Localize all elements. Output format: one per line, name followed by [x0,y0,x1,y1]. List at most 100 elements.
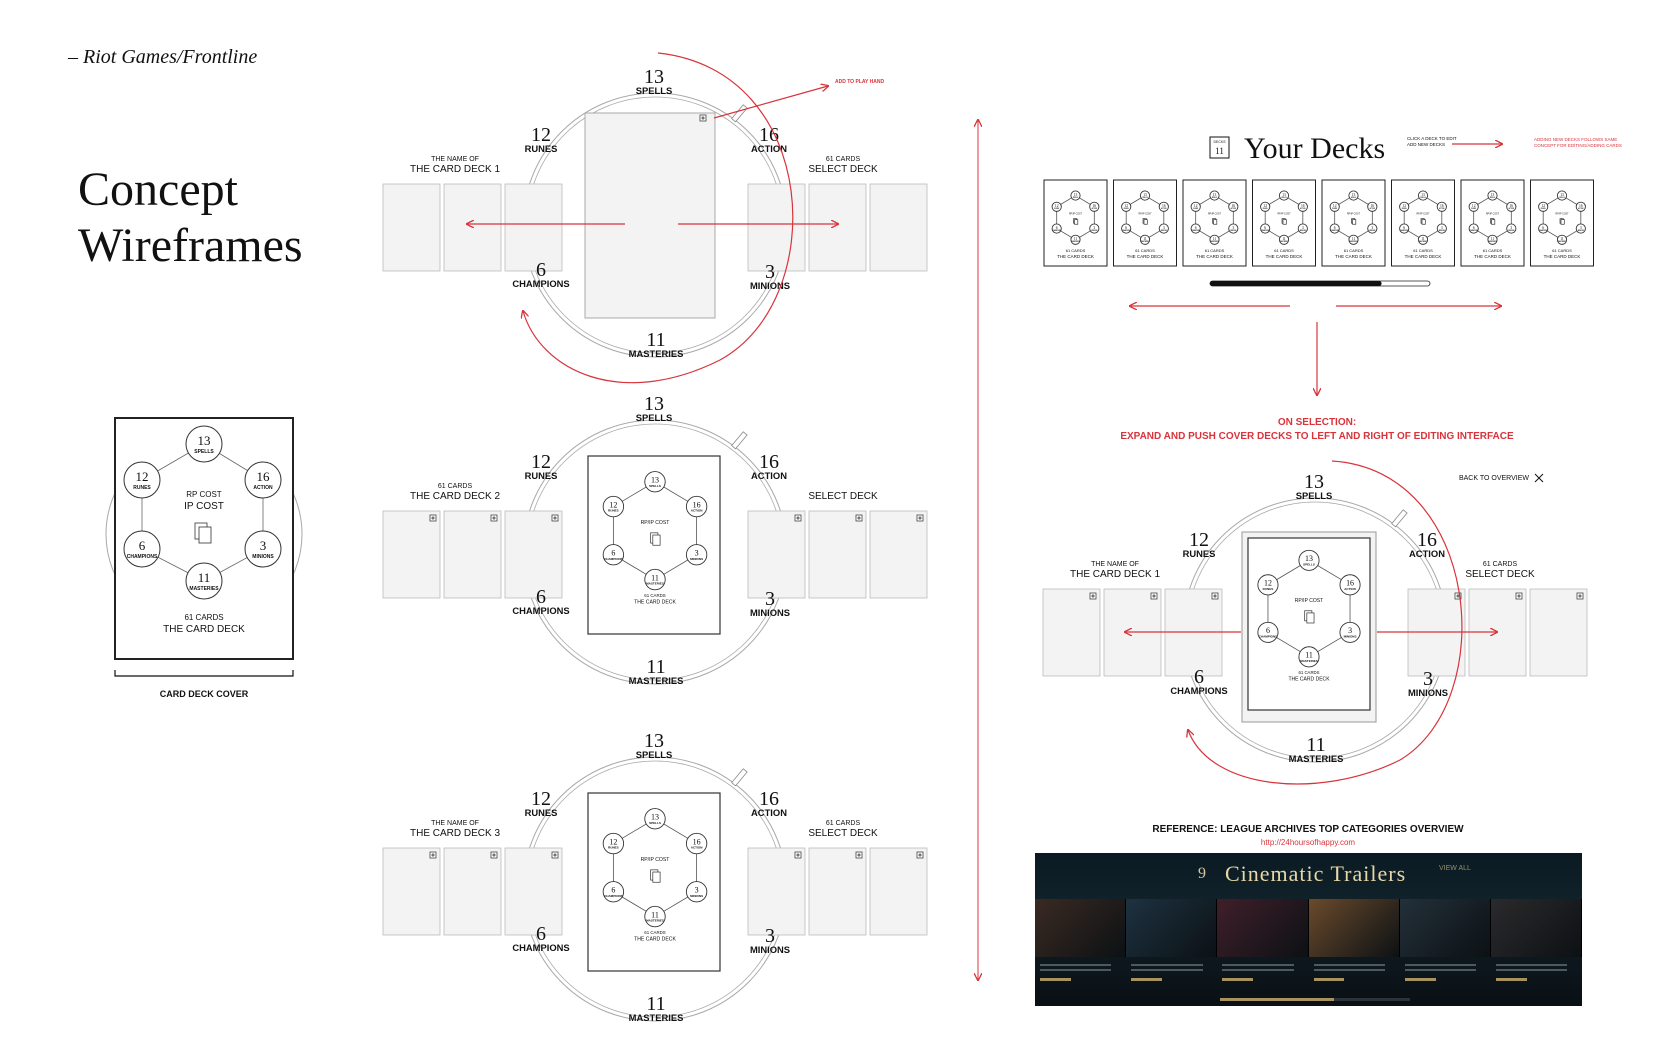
deck-thumbnail-7-cost: RP/IP COST [1486,214,1500,216]
video-thumbnail-1[interactable] [1035,899,1127,957]
play-video-link[interactable] [1040,978,1071,981]
wf2-left-deck-1[interactable] [382,510,441,599]
video-thumbnail-2[interactable] [1126,899,1218,957]
wf3-center-minions-label: MINIONS [690,894,703,898]
wf3-minions-number: 3 [765,925,775,947]
deck-thumbnail-4[interactable]: 13SPELLS12RUNES16ACTION6CHAMPIONS3MINION… [1252,179,1316,267]
deck-thumbnail-7-masteries-node [1487,234,1498,245]
wf2-right-deck-2-add-glyph [857,516,861,520]
wf2-right-deck-2[interactable] [808,510,867,599]
deck-thumbnail-3[interactable]: 13SPELLS12RUNES16ACTION6CHAMPIONS3MINION… [1182,179,1247,267]
deck-thumbnail-7-runes-label: RUNES [1471,208,1476,210]
sel-dial-handle[interactable] [1391,509,1408,528]
deck-thumbnail-7-masteries-number: 11 [1491,237,1495,241]
sel-right-deck-3[interactable] [1529,588,1588,677]
sel-right-top: 61 CARDS [1483,561,1518,568]
wf2-minions-label: MINIONS [750,607,790,618]
wf2-dial-handle[interactable] [731,431,748,450]
wf3-right-deck-2[interactable] [808,847,867,936]
wf1-right-deck-2[interactable] [808,183,867,272]
wf2-right-deck-3[interactable] [869,510,928,599]
deck-thumbnail-2-spells-number: 13 [1143,193,1147,197]
play-video-link[interactable] [1222,978,1254,981]
wf1-center-card[interactable] [584,112,716,319]
deck-thumbnail-6-minions-number: 3 [1441,226,1443,230]
deck-thumbnail-3-action-number: 16 [1231,204,1235,208]
sel-runes-label: RUNES [1183,548,1216,559]
deck-thumbnail-6-masteries-label: MASTERIES [1419,240,1427,243]
sel-center-stat-diagram: 13SPELLS12RUNES16ACTION6CHAMPIONS3MINION… [1257,549,1361,683]
deck-thumbnail-4-champions-number: 6 [1264,226,1266,230]
wf3-right-deck-1[interactable] [747,847,806,936]
wf1-dial-handle[interactable] [731,104,748,123]
reference-url[interactable]: http://24hoursofhappy.com [1261,838,1355,847]
deck-thumbnail-4-minions-node [1297,223,1308,234]
wf2-left-deck-3[interactable] [504,510,563,599]
play-video-link[interactable] [1131,978,1163,981]
wf2-right-deck-1[interactable] [747,510,806,599]
deck-thumbnail-8-cost: RP/IP COST [1556,214,1570,216]
wf3-left-deck-3[interactable] [504,847,563,936]
wf1-left-deck-2[interactable] [443,183,502,272]
deck-thumbnail-8[interactable]: 13SPELLS12RUNES16ACTION6CHAMPIONS3MINION… [1530,179,1594,267]
deck-thumbnail-cards: 61 CARDS [1205,248,1225,253]
deck-thumbnail-7[interactable]: 13SPELLS12RUNES16ACTION6CHAMPIONS3MINION… [1460,179,1525,267]
wf2-left-deck-2[interactable] [443,510,502,599]
cover-minions-label: MINIONS [252,554,274,560]
wf2-runes-number: 12 [531,451,551,473]
deck-thumbnail-3-minions-label: MINIONS [1230,230,1236,232]
deck-thumbnail-7-spells-node [1487,190,1498,201]
video-thumbnail-3[interactable] [1217,899,1309,957]
wf3-dial-handle[interactable] [731,768,748,787]
deck-thumbnail-3-spells-label: SPELLS [1212,197,1217,199]
deck-thumbnail-3-runes-number: 12 [1194,204,1198,208]
play-video-link[interactable] [1404,978,1436,981]
play-video-link[interactable] [1495,978,1527,981]
wf3-left-name: THE CARD DECK 3 [410,828,500,839]
deck-thumbnail-1[interactable]: 13SPELLS12RUNES16ACTION6CHAMPIONS3MINION… [1043,179,1108,267]
play-video-link[interactable] [1313,978,1345,981]
deck-thumbnail-2-action-node [1158,201,1169,212]
wf3-right-deck-3[interactable] [869,847,928,936]
deck-thumbnail-7-runes-node [1468,201,1479,212]
wf1-left-deck-3[interactable] [504,183,563,272]
video-thumbnail-5[interactable] [1399,899,1491,957]
credit-text: – Riot Games/Frontline [68,46,258,68]
deck-thumbnail-4-stat-diagram: 13SPELLS12RUNES16ACTION6CHAMPIONS3MINION… [1260,190,1308,245]
sel-left-deck-1[interactable] [1042,588,1101,677]
wf3-left-deck-1[interactable] [382,847,441,936]
sel-center-minions-node [1339,621,1361,643]
deck-thumbnail-2[interactable]: 13SPELLS12RUNES16ACTION6CHAMPIONS3MINION… [1113,179,1177,267]
wf2-center-runes-number: 12 [609,500,617,509]
sel-minions-label: MINIONS [1408,687,1448,698]
deck-thumbnail-2-action-number: 16 [1162,204,1166,208]
deck-thumbnail-6-runes-number: 12 [1402,204,1406,208]
view-all-link[interactable]: VIEW ALL [1439,865,1471,872]
reference-scrollbar[interactable] [1220,998,1410,1001]
decks-scrollbar-thumb[interactable] [1210,281,1382,286]
video-thumbnail-4[interactable] [1308,899,1400,957]
wf3-spells-label: SPELLS [636,749,672,760]
close-icon[interactable] [1534,473,1544,483]
deck-thumbnail-5[interactable]: 13SPELLS12RUNES16ACTION6CHAMPIONS3MINION… [1321,179,1386,267]
wf3-center-deck-icon-back [652,871,661,883]
wf1-right-deck-3[interactable] [869,183,928,272]
back-to-overview-link[interactable]: BACK TO OVERVIEW [1459,475,1529,482]
video-caption-1 [1035,957,1126,985]
deck-thumbnail-6[interactable]: 13SPELLS12RUNES16ACTION6CHAMPIONS3MINION… [1391,179,1455,267]
wf1-right-deck-1[interactable] [747,183,806,272]
wireframe-1: 13SPELLS12RUNES16ACTION6CHAMPIONS3MINION… [382,52,928,384]
wf1-left-deck-1[interactable] [382,183,441,272]
sel-right-name: SELECT DECK [1465,569,1535,580]
video-thumbnail-6[interactable] [1490,899,1582,957]
wf2-center-stat-diagram: 13SPELLS12RUNES16ACTION6CHAMPIONS3MINION… [602,471,708,606]
wf3-left-deck-2[interactable] [443,847,502,936]
deck-thumbnail-3-deck-icon-back [1213,219,1218,225]
wf1-champions-label: CHAMPIONS [512,278,569,289]
